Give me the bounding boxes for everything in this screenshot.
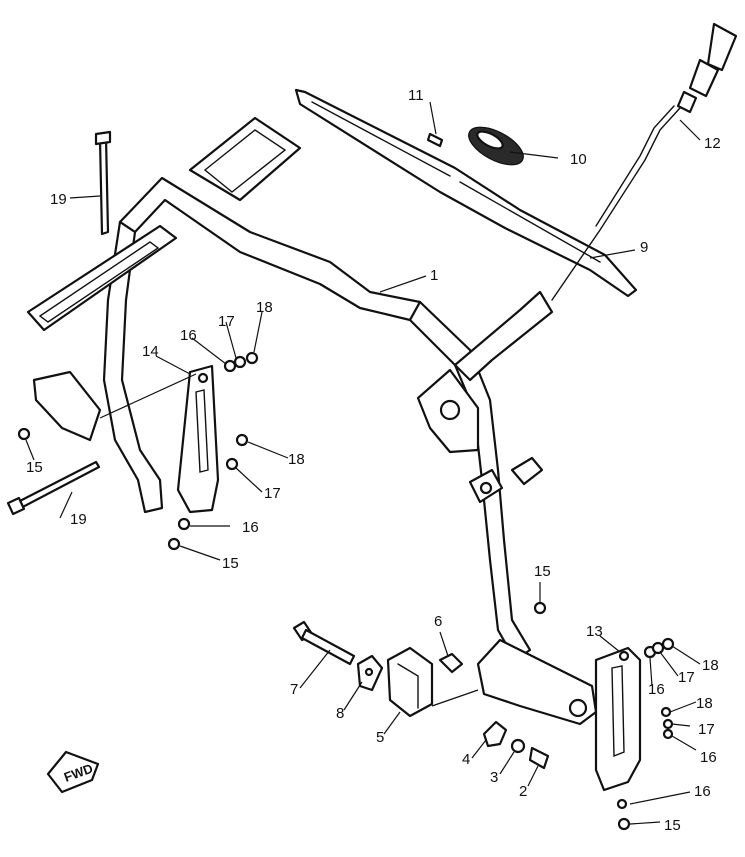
callout-15-c: 15 xyxy=(534,563,551,580)
callout-18-c: 18 xyxy=(702,657,719,674)
callout-16-e: 16 xyxy=(694,783,711,800)
callout-19-b: 19 xyxy=(70,511,87,528)
callout-labels: 1 2 3 4 5 6 7 8 9 10 11 12 13 14 15 15 1… xyxy=(26,87,721,834)
callout-16-d: 16 xyxy=(700,749,717,766)
part-1-main-frame xyxy=(26,116,598,726)
part-9-bracket-bar xyxy=(294,88,638,298)
part-13-slotted-plate xyxy=(594,646,642,792)
callout-16-b: 16 xyxy=(242,519,259,536)
callout-19-a: 19 xyxy=(50,191,67,208)
callout-17-c: 17 xyxy=(678,669,695,686)
callout-8: 8 xyxy=(336,705,344,722)
callout-14: 14 xyxy=(142,343,159,360)
callout-16-a: 16 xyxy=(180,327,197,344)
callout-18-a: 18 xyxy=(256,299,273,316)
part-4-nut-plate xyxy=(482,720,508,748)
fwd-arrow: FWD xyxy=(46,750,100,794)
callout-1: 1 xyxy=(430,267,438,284)
callout-18-b: 18 xyxy=(288,451,305,468)
callout-6: 6 xyxy=(434,613,442,630)
part-3-washer xyxy=(510,738,526,754)
hardware-fasteners xyxy=(17,351,675,831)
callout-4: 4 xyxy=(462,751,470,768)
callout-16-c: 16 xyxy=(648,681,665,698)
part-14-slotted-plate xyxy=(176,364,220,514)
callout-15-b: 15 xyxy=(222,555,239,572)
callout-18-d: 18 xyxy=(696,695,713,712)
callout-5: 5 xyxy=(376,729,384,746)
part-2-bolt xyxy=(528,746,550,770)
callout-7: 7 xyxy=(290,681,298,698)
part-19-cable-tie-upper xyxy=(94,130,112,236)
part-8-washer-plate xyxy=(356,654,384,692)
part-6-collar xyxy=(438,652,464,674)
part-7-bolt xyxy=(292,620,356,666)
callout-11: 11 xyxy=(408,87,424,104)
part-5-clamp xyxy=(386,646,434,718)
leader-lines xyxy=(25,101,701,825)
callout-9: 9 xyxy=(640,239,648,256)
callout-10: 10 xyxy=(570,151,587,168)
part-11-clip xyxy=(426,132,444,148)
callout-15-d: 15 xyxy=(664,817,681,834)
left-lower-bracket xyxy=(32,370,102,442)
callout-17-b: 17 xyxy=(264,485,281,502)
callout-17-d: 17 xyxy=(698,721,715,738)
callout-3: 3 xyxy=(490,769,498,786)
callout-15-a: 15 xyxy=(26,459,43,476)
callout-12: 12 xyxy=(704,135,721,152)
part-10-grommet xyxy=(468,126,524,166)
part-19-cable-tie-lower xyxy=(6,460,101,516)
part-12-choke-cable xyxy=(551,22,738,301)
callout-2: 2 xyxy=(519,783,527,800)
callout-13: 13 xyxy=(586,623,603,640)
callout-17-a: 17 xyxy=(218,313,235,330)
